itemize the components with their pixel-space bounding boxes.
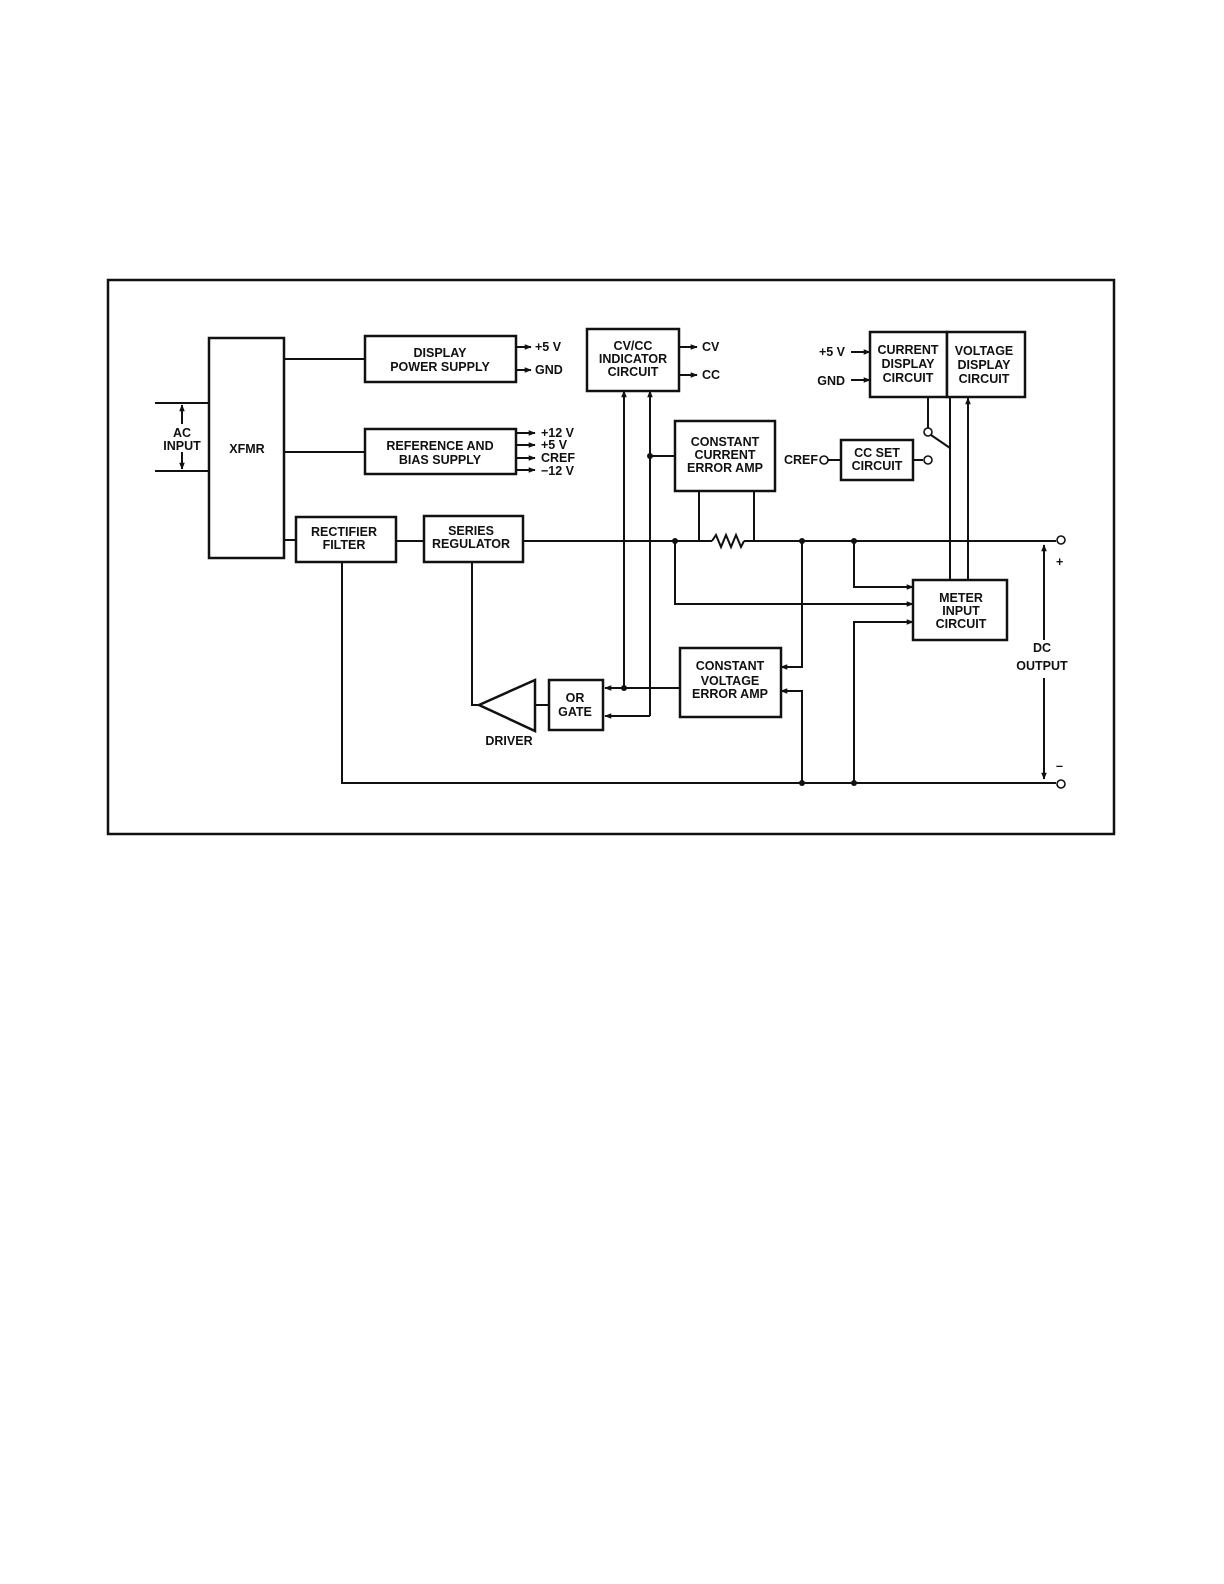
series-regulator-block (422, 514, 525, 564)
signal-labels: +5 V GND +12 V +5 V CREF −12 V CV CC + – (535, 340, 1063, 773)
ac-input-label: AC (173, 426, 191, 440)
signal-labels-right: +5 V GND CREF (784, 345, 846, 467)
constant-voltage-error-amp-label: ERROR AMP (692, 687, 768, 701)
dc-output-label: DC (1033, 641, 1051, 655)
xfmr-block (207, 336, 286, 560)
or-gate-label: GATE (558, 705, 592, 719)
bias-supply-output-label: +5 V (541, 438, 568, 452)
reference-bias-supply-block (363, 427, 518, 476)
cvcc-indicator-block (585, 327, 681, 393)
display-supply-output-label: GND (535, 363, 563, 377)
display-input-label: GND (817, 374, 845, 388)
constant-current-error-amp-label: ERROR AMP (687, 461, 763, 475)
meter-input-circuit-label: INPUT (942, 604, 980, 618)
constant-current-error-amp-label: CURRENT (694, 448, 755, 462)
cc-set-circuit-block (839, 438, 915, 482)
minus-terminal-label: – (1056, 759, 1063, 773)
constant-voltage-error-amp-block (678, 646, 783, 719)
display-supply-output-label: +5 V (535, 340, 562, 354)
driver-label: DRIVER (485, 734, 532, 748)
diagram-frame (106, 278, 1116, 836)
block-labels: XFMR DISPLAY POWER SUPPLY REFERENCE AND … (163, 339, 1068, 748)
rectifier-filter-block (294, 515, 398, 564)
junction-dots (621, 453, 857, 786)
constant-voltage-error-amp-label: VOLTAGE (701, 674, 760, 688)
series-regulator-label: SERIES (448, 524, 494, 538)
bias-supply-output-label: −12 V (541, 464, 575, 478)
bias-supply-output-label: CREF (541, 451, 575, 465)
constant-voltage-error-amp-label: CONSTANT (696, 659, 765, 673)
voltage-display-circuit-label: VOLTAGE (955, 344, 1014, 358)
cc-set-circuit-label: CC SET (854, 446, 900, 460)
current-display-circuit-block (868, 330, 949, 399)
bias-supply-output-label: +12 V (541, 426, 575, 440)
current-display-circuit-label: CURRENT (877, 343, 938, 357)
constant-current-error-amp-block (673, 419, 777, 493)
cref-label: CREF (784, 453, 818, 467)
cvcc-indicator-label: CIRCUIT (608, 365, 659, 379)
or-gate-label: OR (566, 691, 585, 705)
ac-input-label: INPUT (163, 439, 201, 453)
dc-output-label: OUTPUT (1016, 659, 1068, 673)
constant-current-error-amp-label: CONSTANT (691, 435, 760, 449)
current-display-circuit-label: CIRCUIT (883, 371, 934, 385)
meter-input-circuit-label: METER (939, 591, 983, 605)
driver-triangle (475, 678, 537, 733)
plus-terminal-label: + (1056, 555, 1063, 569)
or-gate-block (547, 678, 605, 732)
reference-bias-supply-label: BIAS SUPPLY (399, 453, 482, 467)
display-input-label: +5 V (819, 345, 846, 359)
rectifier-filter-label: RECTIFIER (311, 525, 377, 539)
meter-input-circuit-label: CIRCUIT (936, 617, 987, 631)
cvcc-indicator-label: INDICATOR (599, 352, 667, 366)
rectifier-filter-label: FILTER (323, 538, 366, 552)
cvcc-output-label: CV (702, 340, 720, 354)
current-display-circuit-label: DISPLAY (881, 357, 935, 371)
display-power-supply-block (363, 334, 518, 384)
cc-set-circuit-label: CIRCUIT (852, 459, 903, 473)
series-regulator-label: REGULATOR (432, 537, 510, 551)
reference-bias-supply-label: REFERENCE AND (386, 439, 493, 453)
cvcc-output-label: CC (702, 368, 720, 382)
wires (155, 344, 1056, 784)
cvcc-indicator-label: CV/CC (614, 339, 653, 353)
voltage-display-circuit-block (945, 330, 1027, 399)
display-power-supply-label: POWER SUPPLY (390, 360, 490, 374)
voltage-display-circuit-label: CIRCUIT (959, 372, 1010, 386)
xfmr-label: XFMR (229, 442, 264, 456)
voltage-display-circuit-label: DISPLAY (957, 358, 1011, 372)
display-power-supply-label: DISPLAY (413, 346, 467, 360)
terminals (819, 427, 1066, 789)
meter-input-circuit-block (911, 578, 1009, 642)
